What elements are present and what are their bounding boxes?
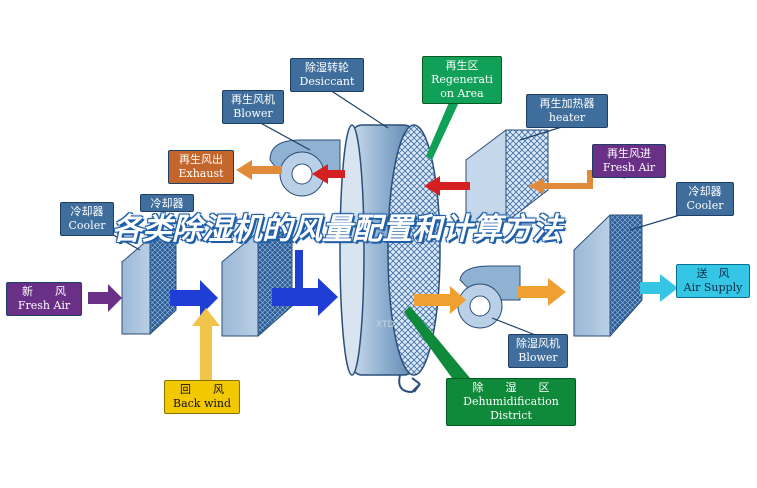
regen-area-cn: 再生区 xyxy=(445,59,479,72)
regen-area-label: 再生区 Regenerati on Area xyxy=(422,56,502,104)
process-blower-en: Blower xyxy=(518,351,558,364)
regen-heater-en: heater xyxy=(548,111,586,124)
watermark: XTD xyxy=(376,320,395,330)
regen-area-en2: on Area xyxy=(440,87,484,100)
regen-area-en1: Regenerati xyxy=(431,73,493,86)
regen-heater-cn: 再生加热器 xyxy=(539,97,595,110)
back-wind-label: 回 风 Back wind xyxy=(164,380,240,414)
cooler-right-label: 冷却器 Cooler xyxy=(676,182,734,216)
left-cooler-unit xyxy=(121,237,177,336)
regen-heater-label: 再生加热器 heater xyxy=(526,94,608,128)
air-supply-cn: 送 风 xyxy=(696,267,730,280)
cooler-right-cn: 冷却器 xyxy=(688,185,722,198)
dehum-district-cn: 除 湿 区 xyxy=(472,381,550,394)
desiccant-label: 除湿转轮 Desiccant xyxy=(290,58,364,92)
exhaust-en: Exhaust xyxy=(178,167,224,180)
regen-area-pointer xyxy=(426,100,460,160)
desiccant-cn: 除湿转轮 xyxy=(305,61,349,74)
right-cooler-unit xyxy=(573,214,643,338)
air-supply-en: Air Supply xyxy=(683,281,743,294)
dehum-district-pointer xyxy=(404,306,470,378)
air-supply-label: 送 风 Air Supply xyxy=(676,264,750,298)
regen-blower-cn: 再生风机 xyxy=(231,93,275,106)
fresh-air-en: Fresh Air xyxy=(17,299,71,312)
back-wind-cn: 回 风 xyxy=(180,383,224,396)
regen-blower-label: 再生风机 Blower xyxy=(222,90,284,124)
desiccant-en: Desiccant xyxy=(299,75,355,88)
airflow-arrows xyxy=(88,160,678,380)
cooler-left-en: Cooler xyxy=(68,219,106,232)
cooler-right-en: Cooler xyxy=(686,199,724,212)
regen-blower-unit xyxy=(269,139,341,197)
regen-fresh-cn: 再生风进 xyxy=(607,147,651,160)
mid-cooler-unit xyxy=(221,231,293,338)
cooler-left-label: 冷却器 Cooler xyxy=(60,202,114,236)
dehum-district-label: 除 湿 区 Dehumidification District xyxy=(446,378,576,426)
desiccant-wheel xyxy=(339,124,441,394)
article-title-overlay: 各类除湿机的风量配置和计算方法 xyxy=(112,212,562,247)
fresh-air-label: 新 风 Fresh Air xyxy=(6,282,82,316)
regen-blower-en: Blower xyxy=(233,107,273,120)
cooler-mid-label: 冷却器 xyxy=(140,194,194,212)
dehum-district-en2: District xyxy=(490,409,532,422)
process-blower-unit xyxy=(457,265,521,329)
regen-fresh-label: 再生风进 Fresh Air xyxy=(592,144,666,178)
fresh-air-cn: 新 风 xyxy=(22,285,66,298)
back-wind-en: Back wind xyxy=(172,397,232,410)
regen-heater-unit xyxy=(465,129,549,224)
exhaust-cn: 再生风出 xyxy=(179,153,223,166)
process-blower-cn: 除湿风机 xyxy=(516,337,560,350)
cooler-mid-cn: 冷却器 xyxy=(150,197,184,210)
dehum-district-en1: Dehumidification xyxy=(463,395,559,408)
process-blower-label: 除湿风机 Blower xyxy=(508,334,568,368)
exhaust-label: 再生风出 Exhaust xyxy=(168,150,234,184)
cooler-left-cn: 冷却器 xyxy=(70,205,104,218)
regen-fresh-en: Fresh Air xyxy=(602,161,656,174)
